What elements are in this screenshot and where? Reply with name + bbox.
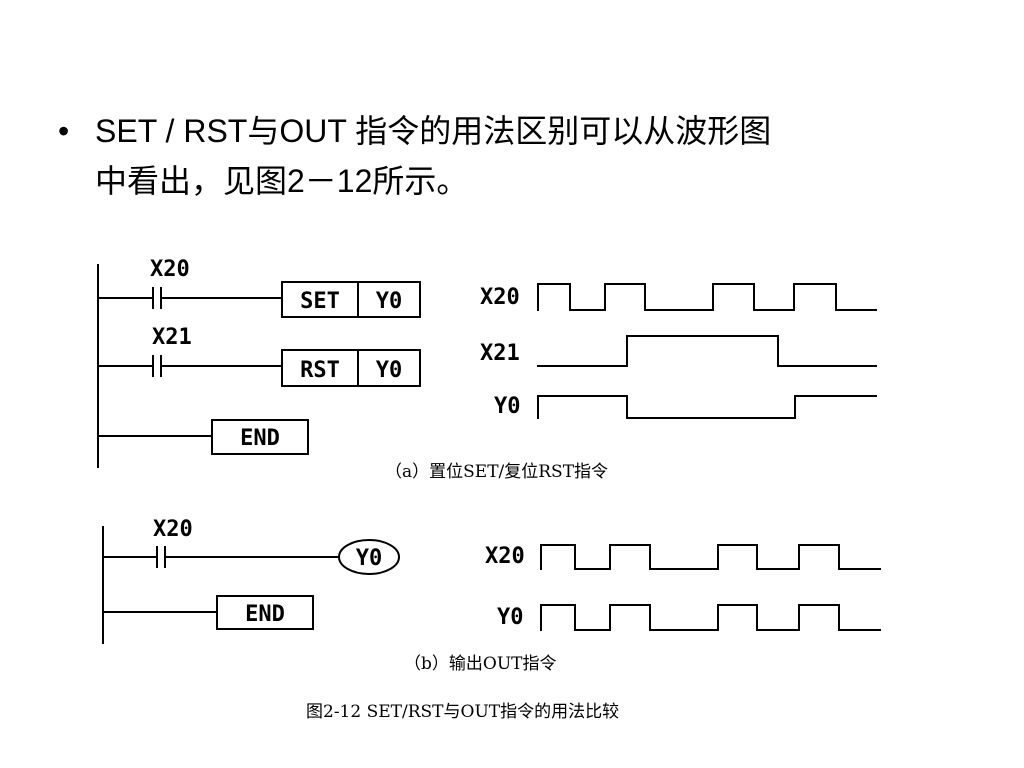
- label-x21-a: X21: [152, 325, 192, 350]
- waveform-y0-b: [540, 604, 881, 631]
- caption-a: （a）置位SET/复位RST指令: [385, 462, 608, 482]
- waveform-label-x21-a: X21: [480, 341, 520, 366]
- output-coil-y0: [338, 539, 400, 575]
- end-label-a: END: [240, 426, 280, 451]
- caption-b: （b）输出OUT指令: [404, 654, 557, 674]
- waveform-label-x20-b: X20: [485, 544, 525, 569]
- label-x20-a: X20: [150, 257, 190, 282]
- end-instruction-box-b: [216, 595, 314, 630]
- contact-x21: [152, 355, 162, 377]
- set-instruction-label: SET: [300, 289, 340, 314]
- rst-instruction-label: RST: [300, 358, 340, 383]
- waveform-x21-a: [537, 335, 877, 367]
- coil-label-y0: Y0: [356, 546, 383, 571]
- label-x20-b: X20: [153, 517, 193, 542]
- waveform-label-x20-a: X20: [480, 285, 520, 310]
- rst-instruction-box: [281, 349, 421, 387]
- ladder-diagram-b: [102, 526, 400, 644]
- contact-x20: [152, 287, 162, 309]
- ladder-diagram-a: [97, 264, 421, 468]
- end-instruction-box-a: [211, 419, 309, 455]
- bullet-marker: •: [58, 113, 70, 149]
- waveforms-b: [540, 544, 881, 631]
- waveform-y0-a: [537, 395, 877, 419]
- waveform-label-y0-b: Y0: [497, 605, 524, 630]
- waveform-x20-a: [537, 283, 877, 311]
- waveforms-a: [537, 283, 877, 419]
- end-label-b: END: [245, 602, 285, 627]
- rst-operand-label: Y0: [376, 358, 403, 383]
- contact-x20-b: [156, 546, 166, 568]
- set-instruction-box: [281, 281, 421, 318]
- figure-caption: 图2-12 SET/RST与OUT指令的用法比较: [306, 702, 619, 722]
- waveform-label-y0-a: Y0: [494, 394, 521, 419]
- waveform-x20-b: [540, 544, 881, 570]
- set-operand-label: Y0: [376, 289, 403, 314]
- bullet-text: SET / RST与OUT 指令的用法区别可以从波形图 中看出，见图2－12所示…: [95, 113, 772, 199]
